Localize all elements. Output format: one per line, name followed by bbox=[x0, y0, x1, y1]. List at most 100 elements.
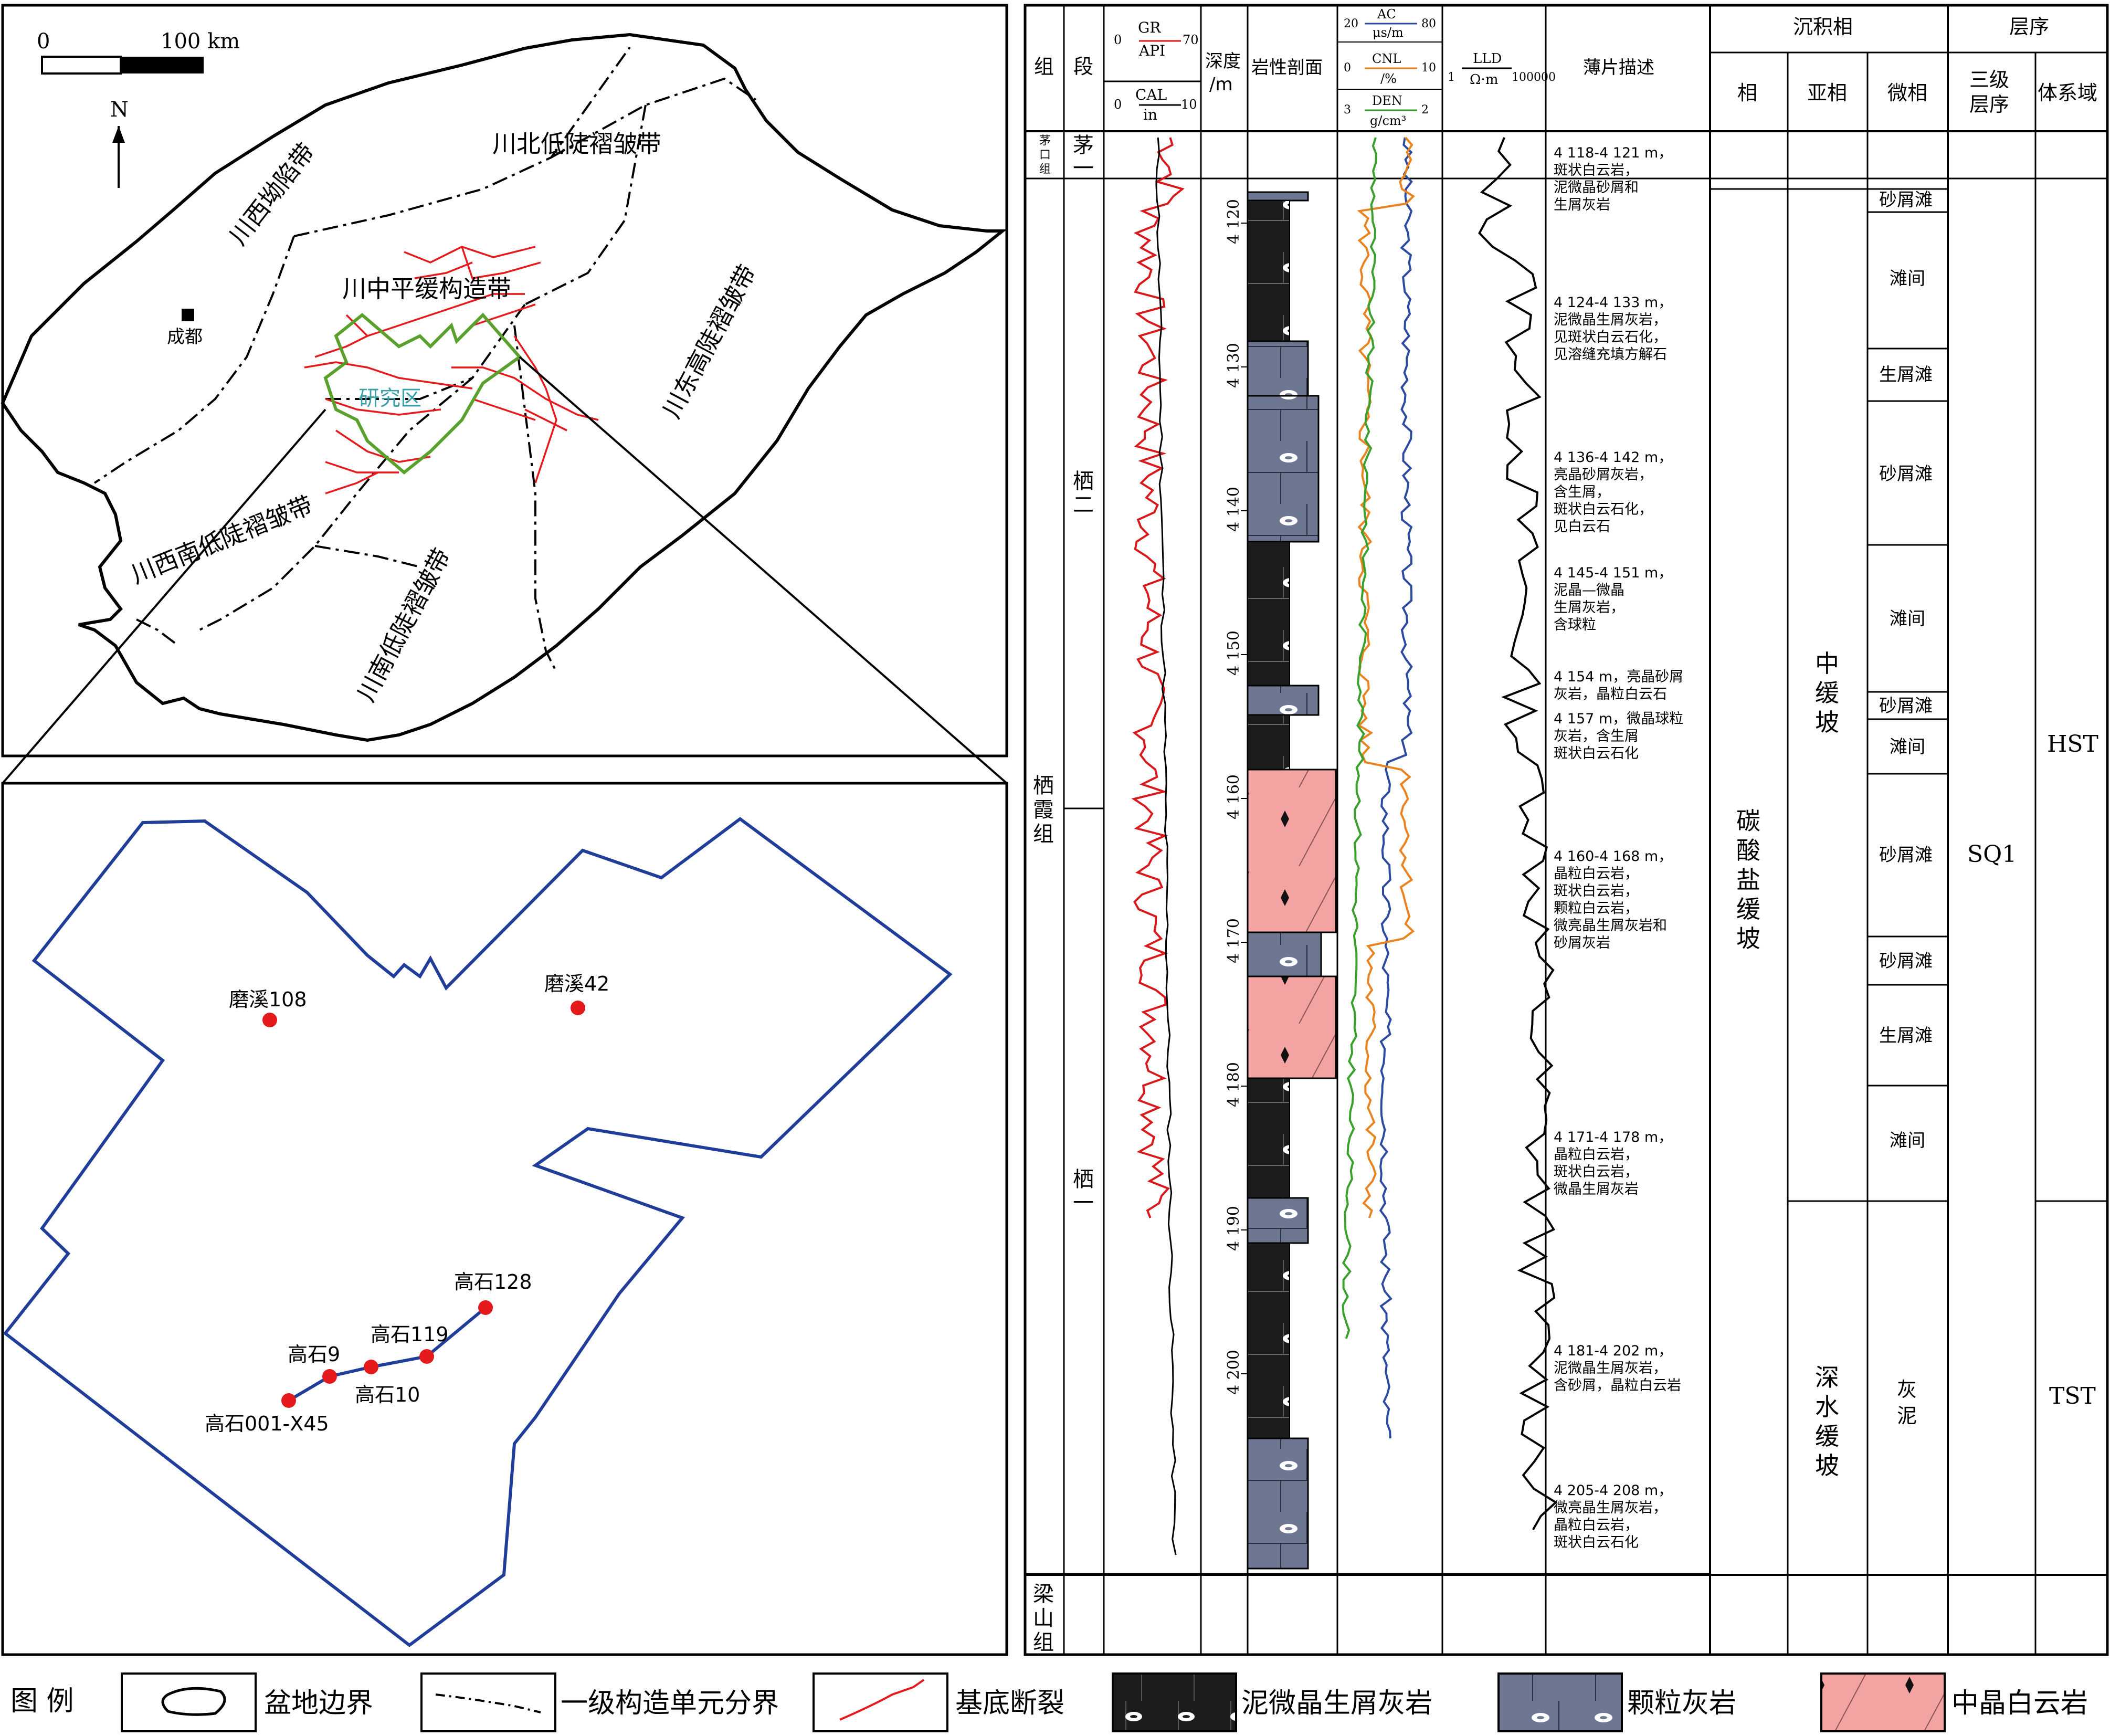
legend-dolomite-swatch bbox=[1820, 1672, 1946, 1732]
regional-map: 0 100 km N bbox=[1, 4, 1008, 784]
microfacies-lime-mud: 灰泥 bbox=[1897, 1378, 1917, 1427]
hdr-facies-group: 沉积相 bbox=[1793, 15, 1853, 38]
litho-mud-limestone bbox=[1247, 200, 1290, 342]
microfacies-label: 砂屑滩 bbox=[1879, 190, 1933, 211]
depth-tick-label: 4 130 bbox=[1225, 343, 1243, 388]
microfacies-label: 砂屑滩 bbox=[1879, 845, 1933, 866]
well-marker bbox=[322, 1369, 337, 1384]
litho-mud-limestone bbox=[1247, 714, 1290, 770]
member-qi2: 栖二 bbox=[1073, 469, 1094, 517]
well-label: 高石128 bbox=[454, 1270, 532, 1293]
north-label: N bbox=[110, 98, 129, 122]
legend-label: 中晶白云岩 bbox=[1951, 1688, 2088, 1719]
depth-tick-label: 4 170 bbox=[1225, 918, 1243, 963]
microfacies-label: 砂屑滩 bbox=[1879, 696, 1933, 717]
basin-boundary bbox=[1, 33, 1007, 742]
legend-mud-limestone-swatch bbox=[1112, 1672, 1237, 1732]
microfacies-label: 生屑滩 bbox=[1879, 364, 1933, 385]
litho-dolomite bbox=[1247, 769, 1337, 933]
cnl-curve bbox=[1357, 136, 1415, 1218]
north-arrow-icon: N bbox=[110, 98, 129, 188]
study-area-map: 磨溪108 磨溪42 高石128 高石119 高石9 高石10 高石001-X4… bbox=[1, 782, 1008, 1656]
den-curve bbox=[1342, 137, 1378, 1339]
hdr-cnl-unit: /% bbox=[1380, 71, 1397, 86]
depth-tick-label: 4 140 bbox=[1225, 487, 1243, 532]
litho-grain-limestone bbox=[1247, 395, 1320, 543]
litho-dolomite bbox=[1247, 975, 1337, 1079]
subfacies-mid-ramp: 中缓坡 bbox=[1815, 649, 1839, 737]
well-marker bbox=[571, 1001, 585, 1015]
litho-grain-limestone bbox=[1247, 931, 1322, 977]
basement-faults bbox=[304, 246, 599, 495]
zoom-line-right bbox=[519, 356, 1008, 784]
hdr-depth-unit: /m bbox=[1209, 74, 1233, 95]
formation-qixia: 栖霞组 bbox=[1033, 774, 1054, 846]
systems-tract-hst: HST bbox=[2047, 731, 2098, 757]
column-frame bbox=[1024, 4, 2109, 1656]
hdr-cal-unit: in bbox=[1143, 106, 1157, 123]
hdr-third-order-seq: 三级层序 bbox=[1969, 68, 2009, 116]
thin-section-description: 4 118-4 121 m，斑状白云岩，泥微晶砂屑和生屑灰岩 bbox=[1554, 145, 1672, 213]
well-marker bbox=[281, 1393, 296, 1408]
hdr-gr-unit: API bbox=[1138, 42, 1165, 59]
hdr-lld-min: 1 bbox=[1448, 71, 1455, 84]
depth-tick-label: 4 180 bbox=[1225, 1062, 1243, 1107]
hdr-den-max: 2 bbox=[1421, 103, 1429, 117]
legend-swatch-box bbox=[420, 1672, 556, 1732]
formation-liangshan: 梁山组 bbox=[1033, 1582, 1054, 1655]
hdr-gr: GR bbox=[1138, 19, 1161, 36]
hdr-ac: AC bbox=[1377, 7, 1396, 22]
well-marker bbox=[262, 1013, 277, 1027]
well-label: 高石001-X45 bbox=[205, 1412, 329, 1435]
hdr-cal-max: 10 bbox=[1181, 97, 1197, 112]
hdr-depth: 深度 bbox=[1205, 51, 1241, 72]
hdr-cnl-min: 0 bbox=[1344, 61, 1351, 75]
log-curves bbox=[1131, 136, 1558, 1555]
depth-tick-label: 4 120 bbox=[1225, 199, 1243, 244]
legend-label: 一级构造单元分界 bbox=[561, 1688, 779, 1719]
scale-label: 100 km bbox=[161, 29, 240, 54]
member-mao1: 茅一 bbox=[1073, 133, 1094, 181]
thin-section-description: 4 154 m，亮晶砂屑灰岩，晶粒白云石 bbox=[1554, 669, 1683, 702]
thin-section-description: 4 145-4 151 m，泥晶—微晶生屑灰岩，含球粒 bbox=[1554, 565, 1672, 633]
column-headers: 组 段 GR API 0 70 CAL in 0 10 深度 /m 岩性剖面 A… bbox=[1034, 7, 2097, 128]
legend-label: 基底断裂 bbox=[955, 1688, 1064, 1719]
facies-labels: 碳酸盐缓坡 中缓坡 深水缓坡 砂屑滩 滩间 生屑滩 砂屑滩 滩间 砂屑滩 滩间 … bbox=[1736, 190, 2098, 1480]
thin-section-description: 4 181-4 202 m，泥微晶生屑灰岩，含砂屑，晶粒白云岩 bbox=[1554, 1343, 1681, 1394]
well-marker bbox=[419, 1349, 434, 1364]
litho-grain-limestone bbox=[1247, 1437, 1309, 1570]
litho-mud-limestone bbox=[1247, 1243, 1290, 1439]
hdr-ac-unit: μs/m bbox=[1373, 25, 1404, 40]
hdr-den-unit: g/cm³ bbox=[1370, 113, 1406, 128]
legend-unit-boundary-icon bbox=[435, 1693, 541, 1713]
member-qi1: 栖一 bbox=[1073, 1167, 1094, 1215]
hdr-ac-max: 80 bbox=[1421, 17, 1436, 30]
study-area-map-frame bbox=[1, 782, 1008, 1656]
well-label: 磨溪108 bbox=[229, 988, 307, 1011]
thin-section-description: 4 205-4 208 m，微亮晶生屑灰岩，晶粒白云岩，斑状白云石化 bbox=[1554, 1482, 1672, 1551]
legend-swatch-box bbox=[813, 1672, 948, 1732]
legend-title: 图 例 bbox=[10, 1686, 74, 1717]
regional-map-frame bbox=[1, 4, 1008, 757]
well-label: 高石9 bbox=[288, 1343, 340, 1366]
depth-tick-label: 4 150 bbox=[1225, 630, 1243, 676]
legend-fault-icon bbox=[839, 1679, 925, 1721]
hdr-systems-tract: 体系域 bbox=[2038, 81, 2097, 104]
legend: 图 例 盆地边界 一级构造单元分界 基底断裂 泥微晶生屑灰岩 颗粒灰岩 中晶白云… bbox=[10, 1672, 2088, 1732]
hdr-group: 组 bbox=[1034, 55, 1054, 78]
hdr-lld: LLD bbox=[1473, 51, 1502, 67]
litho-mud-limestone bbox=[1247, 1078, 1290, 1198]
microfacies-label: 滩间 bbox=[1890, 737, 1925, 757]
hdr-cnl-max: 10 bbox=[1421, 61, 1436, 75]
tectonic-unit-boundaries bbox=[93, 46, 757, 672]
litho-mud-limestone bbox=[1247, 541, 1290, 686]
scale-bar: 0 100 km bbox=[37, 29, 240, 75]
formations: 茅口组 栖霞组 梁山组 茅一 栖二 栖一 bbox=[1033, 133, 1094, 1655]
thin-section-description: 4 136-4 142 m，亮晶砂屑灰岩，含生屑，斑状白云石化，见白云石 bbox=[1554, 449, 1672, 535]
legend-label: 颗粒灰岩 bbox=[1627, 1688, 1736, 1719]
thin-section-description: 4 157 m，微晶球粒灰岩，含生屑斑状白云石化 bbox=[1554, 711, 1683, 762]
lld-curve bbox=[1478, 137, 1558, 1530]
